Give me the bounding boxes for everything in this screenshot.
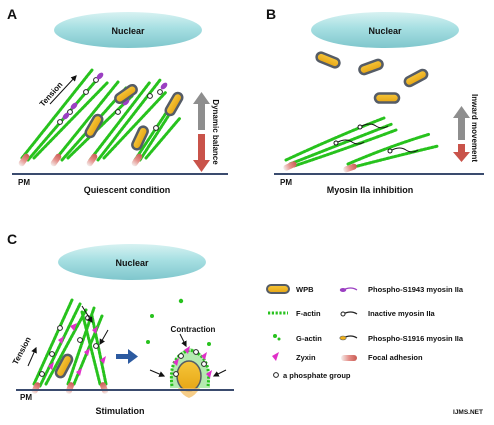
legend-p1916: Phospho-S1916 myosin IIa bbox=[339, 334, 464, 343]
panel-b-movement-arrows bbox=[453, 106, 470, 162]
panel-c-contraction-arrows bbox=[149, 333, 227, 377]
panel-b-caption: Myosin IIa inhibition bbox=[327, 185, 414, 195]
panel-a-side-label: Dynamic balance bbox=[211, 99, 220, 165]
legend-focal: Focal adhesion bbox=[341, 353, 423, 362]
panel-b-focal-adhesions bbox=[283, 161, 357, 173]
panel-a-focal-adhesions bbox=[18, 153, 143, 167]
panel-a-myosin-markers bbox=[57, 72, 168, 131]
panel-c: C Nuclear bbox=[7, 231, 234, 416]
legend-gactin: G-actin bbox=[273, 334, 322, 343]
panel-a-tension-label: Tension bbox=[38, 80, 65, 108]
panel-b-pm-label: PM bbox=[280, 178, 292, 187]
panel-c-phosphate-markers bbox=[39, 315, 99, 377]
watermark: IJMS.NET bbox=[453, 409, 483, 416]
panel-c-nucleus-label: Nuclear bbox=[115, 258, 149, 268]
panel-a-caption: Quiescent condition bbox=[84, 185, 171, 195]
panel-b-side-label: Inward movement bbox=[470, 94, 479, 162]
legend: WPB F-actin G-actin Zyxin a phosphate gr… bbox=[266, 284, 464, 380]
panel-c-pm-label: PM bbox=[20, 393, 32, 402]
legend-wpb: WPB bbox=[266, 284, 314, 294]
panel-c-letter: C bbox=[7, 231, 17, 247]
panel-a-wpbs bbox=[84, 83, 184, 151]
panel-c-actin-bundles bbox=[32, 298, 108, 388]
panel-a-nucleus bbox=[54, 12, 202, 48]
panel-c-tension-arrow bbox=[27, 346, 37, 367]
panel-b-nucleus-label: Nuclear bbox=[368, 26, 402, 36]
panel-a-pm-label: PM bbox=[18, 178, 30, 187]
panel-c-inward-arrows bbox=[81, 305, 109, 346]
panel-b-wpbs bbox=[315, 51, 429, 104]
legend-gactin-label: G-actin bbox=[296, 334, 322, 343]
panel-c-contraction-label: Contraction bbox=[171, 325, 216, 334]
panel-a: A Nuclear bbox=[7, 6, 228, 195]
legend-p1943: Phospho-S1943 myosin IIa bbox=[339, 285, 464, 294]
panel-a-tension-arrow bbox=[49, 75, 77, 105]
panel-c-zyxin-markers bbox=[48, 323, 106, 376]
panel-c-wpb bbox=[54, 353, 74, 379]
panel-c-caption: Stimulation bbox=[96, 406, 145, 416]
panel-a-balance-arrows bbox=[193, 92, 210, 172]
panel-c-transition-arrow bbox=[116, 349, 138, 364]
panel-a-letter: A bbox=[7, 6, 17, 22]
panel-b-letter: B bbox=[266, 6, 276, 22]
legend-zyxin: Zyxin bbox=[272, 352, 316, 362]
legend-inactive-label: Inactive myosin IIa bbox=[368, 309, 436, 318]
legend-factin: F-actin bbox=[268, 309, 321, 318]
legend-p1943-label: Phospho-S1943 myosin IIa bbox=[368, 285, 464, 294]
legend-p1916-label: Phospho-S1916 myosin IIa bbox=[368, 334, 464, 343]
legend-phosphate-label: a phosphate group bbox=[283, 371, 351, 380]
panel-b: B Nuclear Inward mov bbox=[266, 6, 484, 195]
panel-b-inactive-myosin bbox=[333, 123, 419, 154]
legend-phosphate: a phosphate group bbox=[273, 371, 351, 380]
legend-wpb-label: WPB bbox=[296, 285, 314, 294]
panel-a-nucleus-label: Nuclear bbox=[111, 26, 145, 36]
legend-zyxin-label: Zyxin bbox=[296, 353, 316, 362]
legend-inactive: Inactive myosin IIa bbox=[340, 309, 436, 318]
panel-c-nucleus bbox=[58, 244, 206, 280]
legend-focal-label: Focal adhesion bbox=[368, 353, 423, 362]
panel-b-nucleus bbox=[311, 12, 459, 48]
panel-c-g-actin bbox=[146, 298, 211, 346]
legend-factin-label: F-actin bbox=[296, 309, 321, 318]
